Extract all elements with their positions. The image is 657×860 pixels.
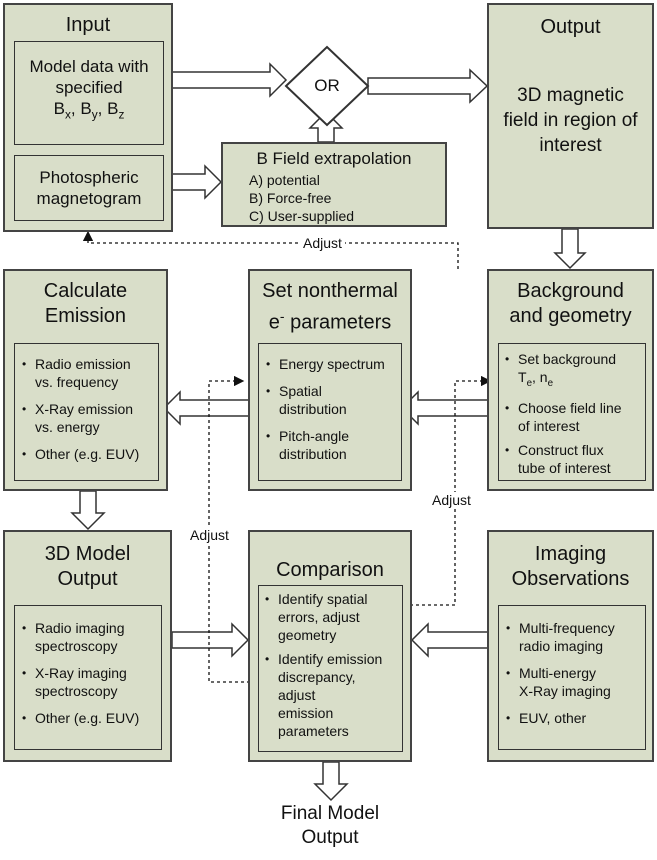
list-item: Identify emissiondiscrepancy,adjustemiss… [265,650,382,740]
or-label: OR [314,76,340,95]
arrow-emission-to-model [70,490,106,531]
list-item: Energy spectrum [266,355,385,373]
adjust-line-to-nonthermal [208,375,250,683]
adjust-line-to-input [82,230,459,269]
nonthermal-title: Set nonthermal e- parameters [262,280,398,334]
model-data-text: Model data with specified Bx, By, Bz [29,57,149,122]
background-title: Background and geometry [509,280,632,327]
arrow-comparison-to-final [313,761,349,802]
arrow-imaging-to-comparison [410,622,489,658]
nonthermal-box: Set nonthermal e- parameters Energy spec… [248,269,412,491]
arrow-output-to-background [553,228,587,270]
output-box: Output 3D magnetic field in region of in… [487,3,654,229]
adjust-label-right: Adjust [430,492,473,508]
model-output-box: 3D Model Output Radio imagingspectroscop… [3,530,172,762]
output-title: Output [540,16,601,38]
arrow-model-to-or [171,62,288,98]
input-box: Input Model data with specified Bx, By, … [3,3,173,232]
list-item: Other (e.g. EUV) [22,709,139,727]
list-item: EUV, other [506,709,615,727]
adjust-label-top: Adjust [300,235,345,251]
arrow-model-to-comparison [171,622,250,658]
emission-title: Calculate Emission [43,280,128,327]
arrow-background-to-nonthermal [400,390,489,426]
arrow-extrap-to-or [308,110,344,143]
comparison-title: Comparison [276,559,384,581]
list-item: Other (e.g. EUV) [22,445,139,463]
background-geometry-box: Background and geometry Set backgroundTe… [487,269,654,491]
imaging-title: Imaging Observations [511,543,630,590]
or-diamond [284,45,370,127]
final-model-output: Final Model Output [280,803,380,848]
magnetogram-text: Photospheric magnetogram [36,168,142,208]
extrapolation-title: B Field extrapolation [256,149,412,168]
input-title: Input [65,14,111,36]
model-output-title: 3D Model Output [44,543,131,590]
arrow-nonthermal-to-emission [162,390,251,426]
arrow-or-to-output [367,68,489,104]
model-data-box: Model data with specified Bx, By, Bz [14,41,164,145]
magnetogram-box: Photospheric magnetogram [14,155,164,221]
extrapolation-options: A) potential B) Force-free C) User-suppl… [249,172,355,224]
extrapolation-box: B Field extrapolation A) potential B) Fo… [221,142,447,227]
output-text: 3D magnetic field in region of interest [503,85,638,156]
imaging-observations-box: Imaging Observations Multi-frequencyradi… [487,530,654,762]
adjust-label-left: Adjust [188,527,231,543]
arrow-magneto-to-extrap [171,164,223,200]
